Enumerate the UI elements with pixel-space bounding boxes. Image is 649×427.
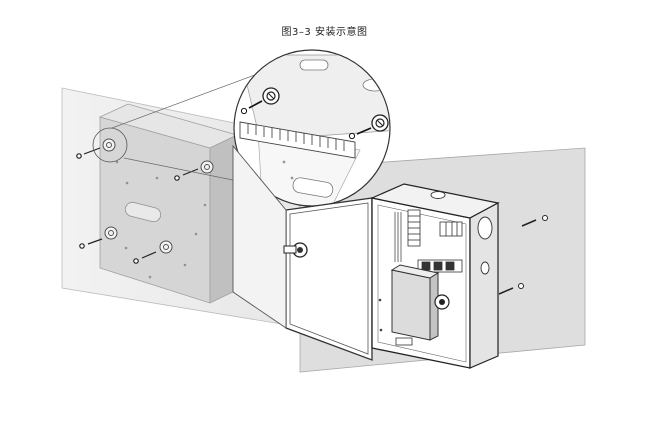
screw-icon bbox=[348, 127, 372, 140]
callout-line bbox=[111, 69, 269, 129]
screw-icon bbox=[498, 287, 514, 295]
screw-icon bbox=[174, 168, 199, 181]
mounting-hole-icon bbox=[518, 283, 524, 289]
detail-marker bbox=[92, 127, 128, 163]
magnifier-detail bbox=[233, 49, 391, 207]
figure-caption: 图3–3 安装示意图 bbox=[281, 27, 368, 38]
anchor-icon bbox=[262, 87, 280, 105]
mounting-hole-icon bbox=[542, 215, 548, 221]
anchor-icon bbox=[371, 114, 389, 132]
screw-icon bbox=[240, 100, 263, 115]
screw-icon bbox=[79, 238, 103, 249]
power-supply-module bbox=[390, 264, 440, 341]
enclosure-door bbox=[232, 144, 373, 361]
enclosure-body bbox=[370, 183, 500, 369]
enclosure-back-ghost bbox=[98, 103, 239, 304]
door-lock-icon bbox=[283, 242, 308, 258]
screw-icon bbox=[521, 219, 537, 227]
screw-icon bbox=[133, 251, 157, 264]
screw-icon bbox=[76, 147, 101, 159]
